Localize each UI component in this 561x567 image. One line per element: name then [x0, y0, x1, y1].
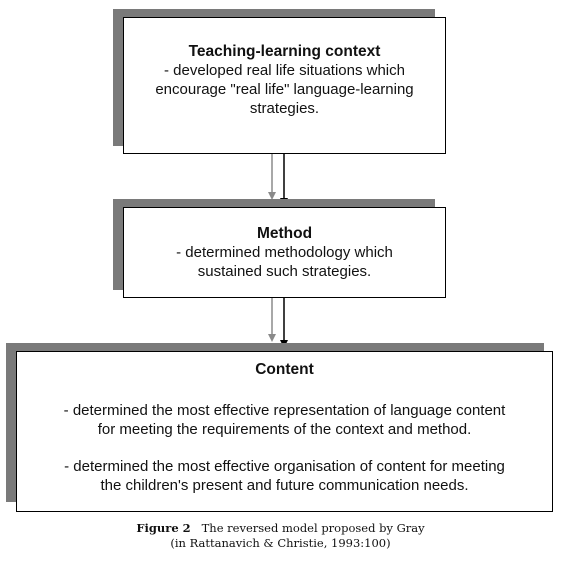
method-box-shadow-side [113, 199, 123, 290]
method-box: Method - determined methodology which su… [123, 207, 446, 298]
context-line-3: strategies. [249, 100, 320, 117]
figure-title: The reversed model proposed by Gray [201, 521, 425, 535]
content-p1-line-2: for meeting the requirements of the cont… [97, 421, 472, 438]
context-line-2: encourage "real life" language-learning [155, 81, 414, 98]
context-box-shadow-side [113, 9, 123, 146]
method-line-1: - determined methodology which [176, 244, 393, 261]
content-title: Content [255, 361, 314, 378]
caption-line-1: Figure 2 The reversed model proposed by … [0, 521, 561, 536]
context-title: Teaching-learning context [188, 43, 381, 60]
method-box-shadow [113, 199, 435, 207]
context-box-shadow [113, 9, 435, 17]
figure-source: (in Rattanavich & Christie, 1993:100) [170, 536, 391, 550]
figure-label: Figure 2 [136, 521, 191, 535]
method-title: Method [256, 225, 313, 242]
context-box: Teaching-learning context - developed re… [123, 17, 446, 154]
content-p2-line-1: - determined the most effective organisa… [64, 458, 505, 475]
content-p1-line-1: - determined the most effective represen… [63, 402, 506, 419]
method-to-content-arrows [268, 298, 288, 348]
content-box-shadow [6, 343, 544, 351]
content-p2-line-2: the children's present and future commun… [100, 477, 469, 494]
content-box: Content - determined the most effective … [16, 351, 553, 512]
figure-caption: Figure 2 The reversed model proposed by … [0, 521, 561, 551]
context-line-1: - developed real life situations which [164, 62, 405, 79]
content-box-shadow-side [6, 343, 16, 502]
method-line-2: sustained such strategies. [197, 263, 372, 280]
